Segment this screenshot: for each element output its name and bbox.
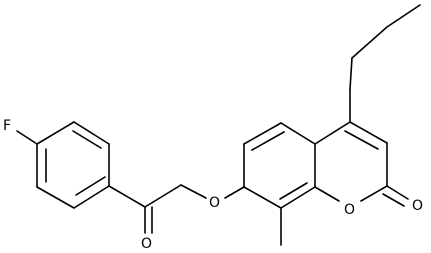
fluorine-label: F [3, 118, 11, 134]
pyranone-ring [314, 121, 388, 202]
fluorine-bond [16, 130, 38, 145]
ether-linkage [144, 184, 245, 208]
ketone-carbonyl [144, 206, 153, 234]
lactone-carbonyl [382, 185, 409, 207]
lactone-oxygen-label: O [412, 198, 423, 214]
butyl-chain [349, 4, 421, 123]
ether-oxygen-label: O [209, 195, 220, 211]
benzo-ring [243, 122, 316, 209]
ketone-oxygen-label: O [141, 236, 152, 252]
fluorophenyl-ring [36, 121, 146, 209]
ring-oxygen-label: O [344, 202, 355, 218]
